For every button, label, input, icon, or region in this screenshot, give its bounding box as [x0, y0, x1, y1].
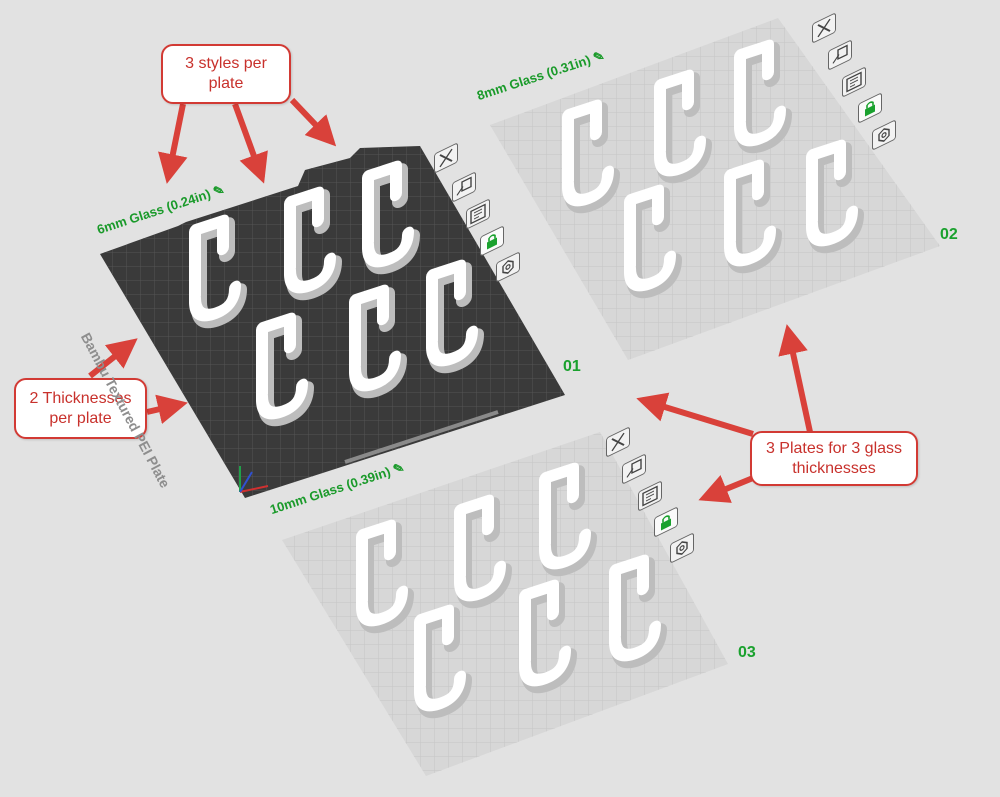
callout-plates-text: 3 Plates for 3 glass thicknesses: [765, 439, 903, 477]
callout-plates-for-glass: 3 Plates for 3 glass thicknesses: [750, 431, 918, 486]
close-icon[interactable]: [812, 12, 836, 44]
callout-thicknesses-text: 2 Thicknesses per plate: [29, 389, 132, 427]
plate-01[interactable]: [100, 146, 565, 498]
lock-icon[interactable]: [654, 506, 678, 538]
auto-orient-icon[interactable]: [622, 453, 646, 485]
annotation-arrows: [88, 97, 813, 503]
settings-icon[interactable]: [872, 119, 896, 151]
settings-icon[interactable]: [670, 532, 694, 564]
callout-thicknesses-per-plate: 2 Thicknesses per plate: [14, 378, 147, 439]
arrange-icon[interactable]: [466, 198, 490, 230]
auto-orient-icon[interactable]: [828, 39, 852, 71]
plate-03-number: 03: [738, 644, 756, 661]
plate-02[interactable]: [490, 18, 940, 360]
settings-icon[interactable]: [496, 251, 520, 283]
close-icon[interactable]: [606, 426, 630, 458]
plate-01-number: 01: [563, 358, 581, 375]
auto-orient-icon[interactable]: [452, 171, 476, 203]
plate-02-number: 02: [940, 226, 958, 243]
close-icon[interactable]: [434, 142, 458, 174]
callout-styles-text: 3 styles per plate: [185, 55, 267, 92]
lock-icon[interactable]: [480, 225, 504, 257]
plate-03[interactable]: [282, 432, 728, 776]
callout-styles-per-plate: 3 styles per plate: [161, 44, 291, 104]
lock-icon[interactable]: [858, 92, 882, 124]
arrange-icon[interactable]: [842, 66, 866, 98]
arrange-icon[interactable]: [638, 480, 662, 512]
axis-gizmo: [239, 466, 269, 493]
